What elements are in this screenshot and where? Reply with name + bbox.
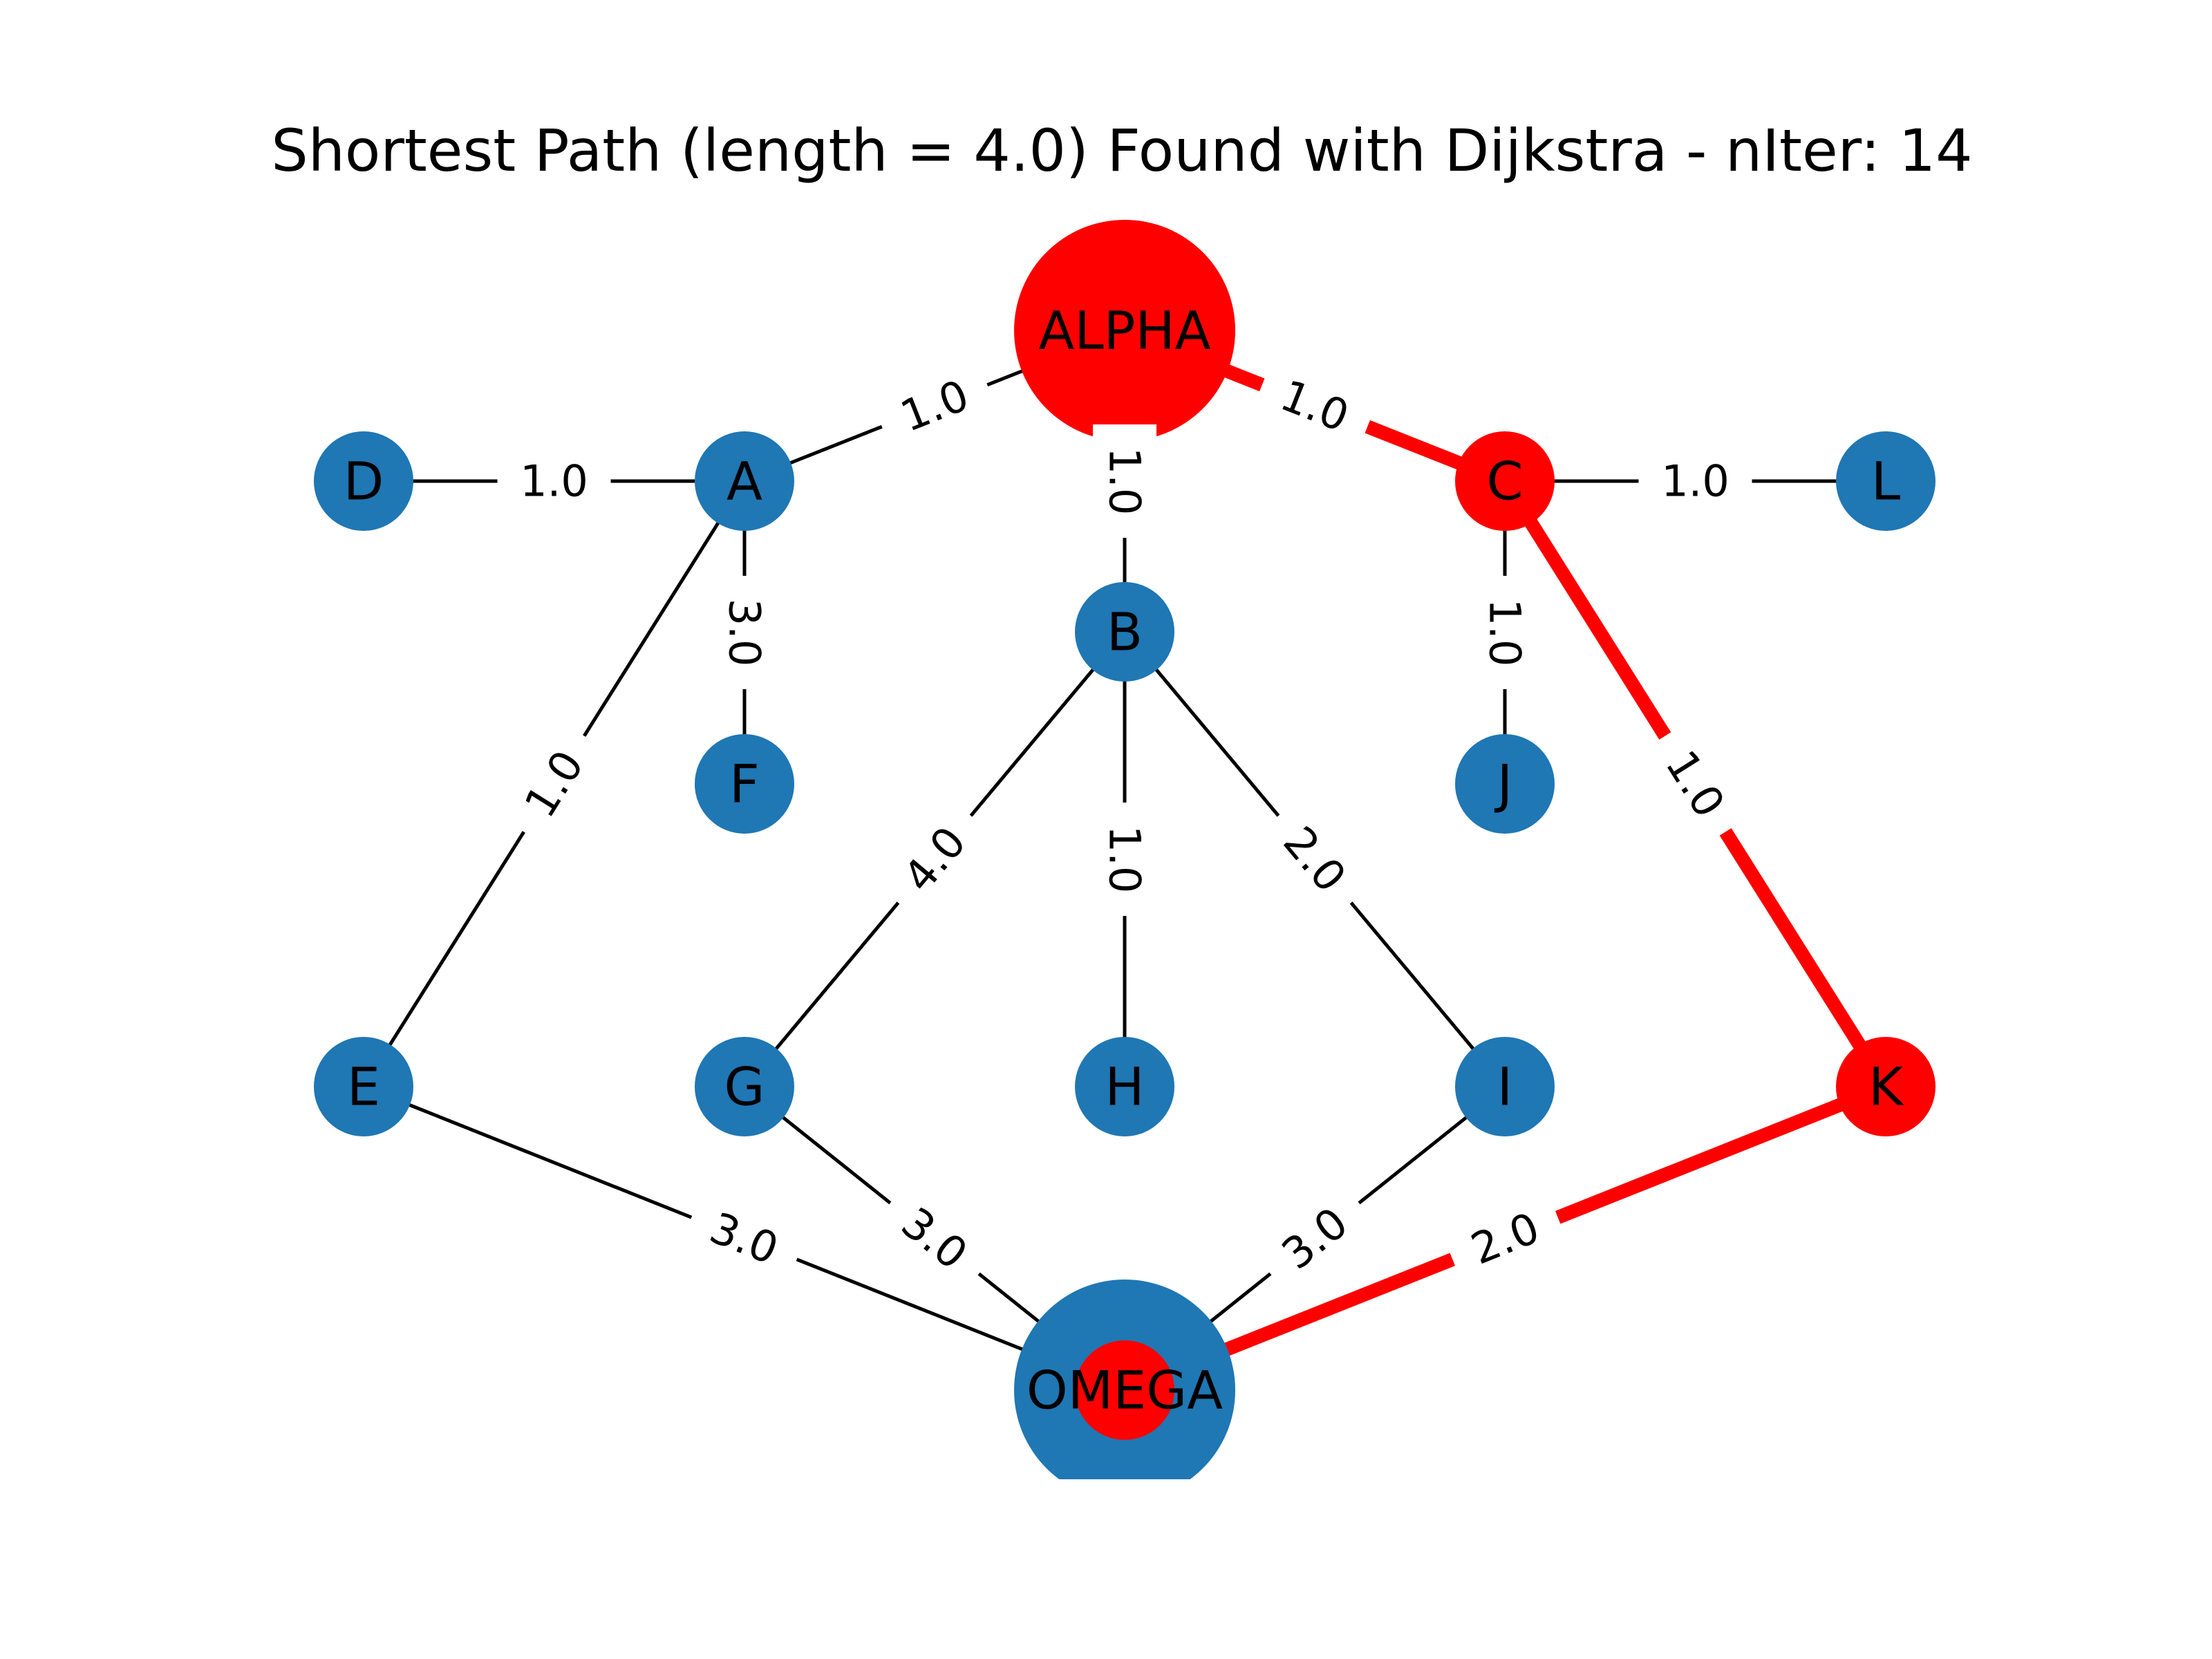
node-l: L — [1836, 431, 1936, 531]
edge-weight-label-b-h: 1.0 — [1093, 803, 1156, 916]
node-circle — [1836, 431, 1936, 531]
edge-weight-label-a-alpha: 1.0 — [870, 355, 1000, 456]
edge-weight-label-c-j: 1.0 — [1473, 576, 1537, 689]
edge-label-layer: 1.0 1.0 1.0 1.0 1.0 3.0 1.0 1.0 1.0 4.0 1.0 2.0 3.0 3… — [496, 355, 1753, 1299]
edge-weight-label-b-g: 4.0 — [874, 795, 995, 924]
node-circle — [1836, 1037, 1936, 1136]
node-label: OMEGA — [1027, 1360, 1223, 1421]
edge-weight-label-alpha-b: 1.0 — [1093, 424, 1156, 538]
node-inner-marker — [1075, 1340, 1174, 1440]
edge-weight-text: 1.0 — [1661, 456, 1730, 507]
edge-weight-text: 1.0 — [1100, 825, 1150, 894]
node-layer: ALPHA D A C L B F J E G H I K OMEGA — [314, 220, 1936, 1479]
edge-weight-label-a-f: 3.0 — [713, 576, 776, 689]
node-label: I — [1497, 1056, 1512, 1118]
node-label: E — [347, 1056, 380, 1118]
node-circle — [1075, 582, 1174, 682]
node-label: F — [729, 753, 760, 815]
node-e: E — [314, 1037, 413, 1136]
edge-weight-label-c-l: 1.0 — [1638, 449, 1752, 513]
edge-weight-label-i-omega: 3.0 — [1250, 1178, 1379, 1299]
node-label: B — [1107, 601, 1143, 663]
node-g: G — [695, 1037, 794, 1136]
node-label: L — [1871, 451, 1900, 512]
node-label: A — [727, 451, 762, 512]
node-circle — [1455, 1037, 1555, 1136]
node-f: F — [695, 734, 794, 834]
node-label: H — [1105, 1056, 1144, 1118]
edge-weight-label-k-omega: 2.0 — [1441, 1188, 1570, 1289]
edge-weight-label-e-omega: 3.0 — [679, 1188, 809, 1289]
node-i: I — [1455, 1037, 1555, 1136]
node-omega: OMEGA — [1014, 1280, 1235, 1479]
edge-weight-label-c-k: 1.0 — [1638, 719, 1753, 849]
node-circle — [1455, 734, 1555, 834]
node-d: D — [314, 431, 413, 531]
edge-weight-text: 1.0 — [1480, 599, 1530, 667]
node-alpha: ALPHA — [1014, 220, 1235, 441]
edge-weight-text: 1.0 — [520, 456, 588, 507]
edge-weight-label-g-omega: 3.0 — [870, 1178, 999, 1299]
node-circle — [314, 431, 413, 531]
node-circle — [314, 1037, 413, 1136]
node-label: ALPHA — [1038, 300, 1210, 362]
node-c: C — [1455, 431, 1555, 531]
node-circle — [1014, 220, 1235, 441]
node-label: J — [1494, 753, 1512, 815]
node-circle — [695, 1037, 794, 1136]
edge-weight-label-alpha-c: 1.0 — [1250, 355, 1380, 456]
node-j: J — [1455, 734, 1555, 834]
node-label: K — [1868, 1056, 1904, 1118]
node-circle — [695, 431, 794, 531]
edge-weight-label-a-e: 1.0 — [496, 719, 612, 849]
node-label: G — [724, 1056, 765, 1118]
edge-weight-label-b-i: 2.0 — [1254, 795, 1376, 924]
node-circle — [1455, 431, 1555, 531]
node-label: C — [1486, 451, 1523, 512]
edge-weight-text: 1.0 — [1100, 447, 1150, 516]
node-h: H — [1075, 1037, 1174, 1136]
node-circle — [695, 734, 794, 834]
chart-title: Shortest Path (length = 4.0) Found with … — [271, 117, 1973, 185]
node-a: A — [695, 431, 794, 531]
node-label: D — [344, 451, 384, 512]
edge-weight-text: 3.0 — [720, 599, 770, 667]
node-circle — [1075, 1037, 1174, 1136]
node-b: B — [1075, 582, 1174, 682]
edge-weight-label-d-a: 1.0 — [497, 449, 611, 513]
node-k: K — [1836, 1037, 1936, 1136]
